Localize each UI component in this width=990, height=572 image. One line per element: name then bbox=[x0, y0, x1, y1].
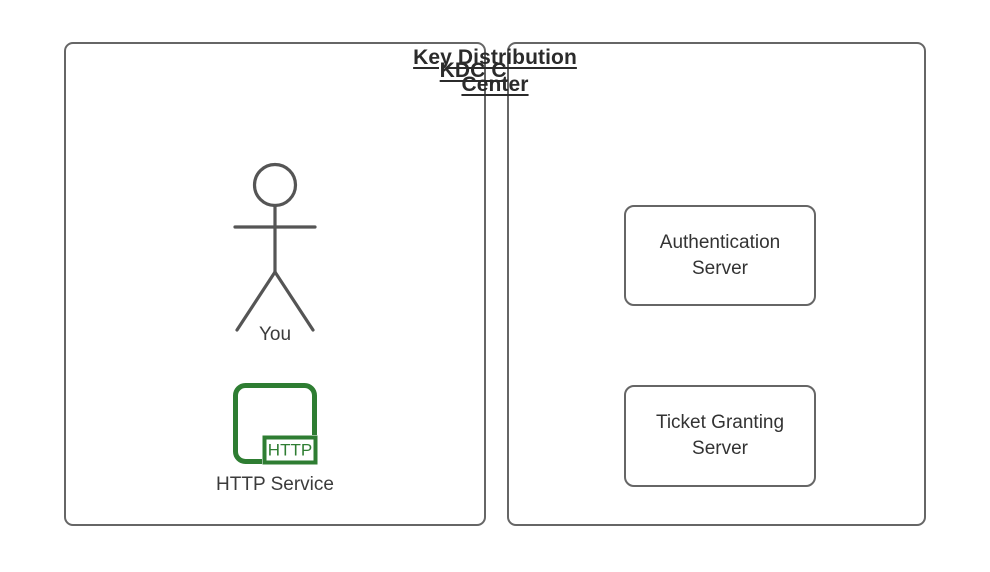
authentication-server-label-line-1: Authentication bbox=[659, 231, 781, 253]
authentication-server-label-line-2: Server bbox=[692, 257, 748, 279]
stick-figure-person-icon bbox=[211, 155, 339, 337]
actor-caption: You bbox=[258, 324, 292, 345]
http-service-icon: HTTP bbox=[232, 382, 322, 468]
panel-kdc-title-line-1: Key Distribution bbox=[413, 46, 577, 69]
ticket-granting-server-box[interactable]: Ticket Granting Server bbox=[624, 385, 816, 487]
ticket-granting-server-label-line-2: Server bbox=[692, 438, 748, 459]
ticket-granting-server-label: Ticket Granting Server bbox=[656, 410, 784, 462]
service-caption: HTTP Service bbox=[216, 474, 334, 495]
authentication-server-label: Authentication Server bbox=[660, 230, 780, 282]
panel-kdc-title-line-2: Center bbox=[461, 73, 529, 96]
http-badge-label: HTTP bbox=[268, 441, 312, 460]
authentication-server-box[interactable]: Authentication Server bbox=[624, 205, 816, 306]
ticket-granting-server-label-line-1: Ticket Granting bbox=[655, 412, 785, 433]
panel-key-distribution-center-title: Key Distribution Center bbox=[0, 44, 990, 98]
